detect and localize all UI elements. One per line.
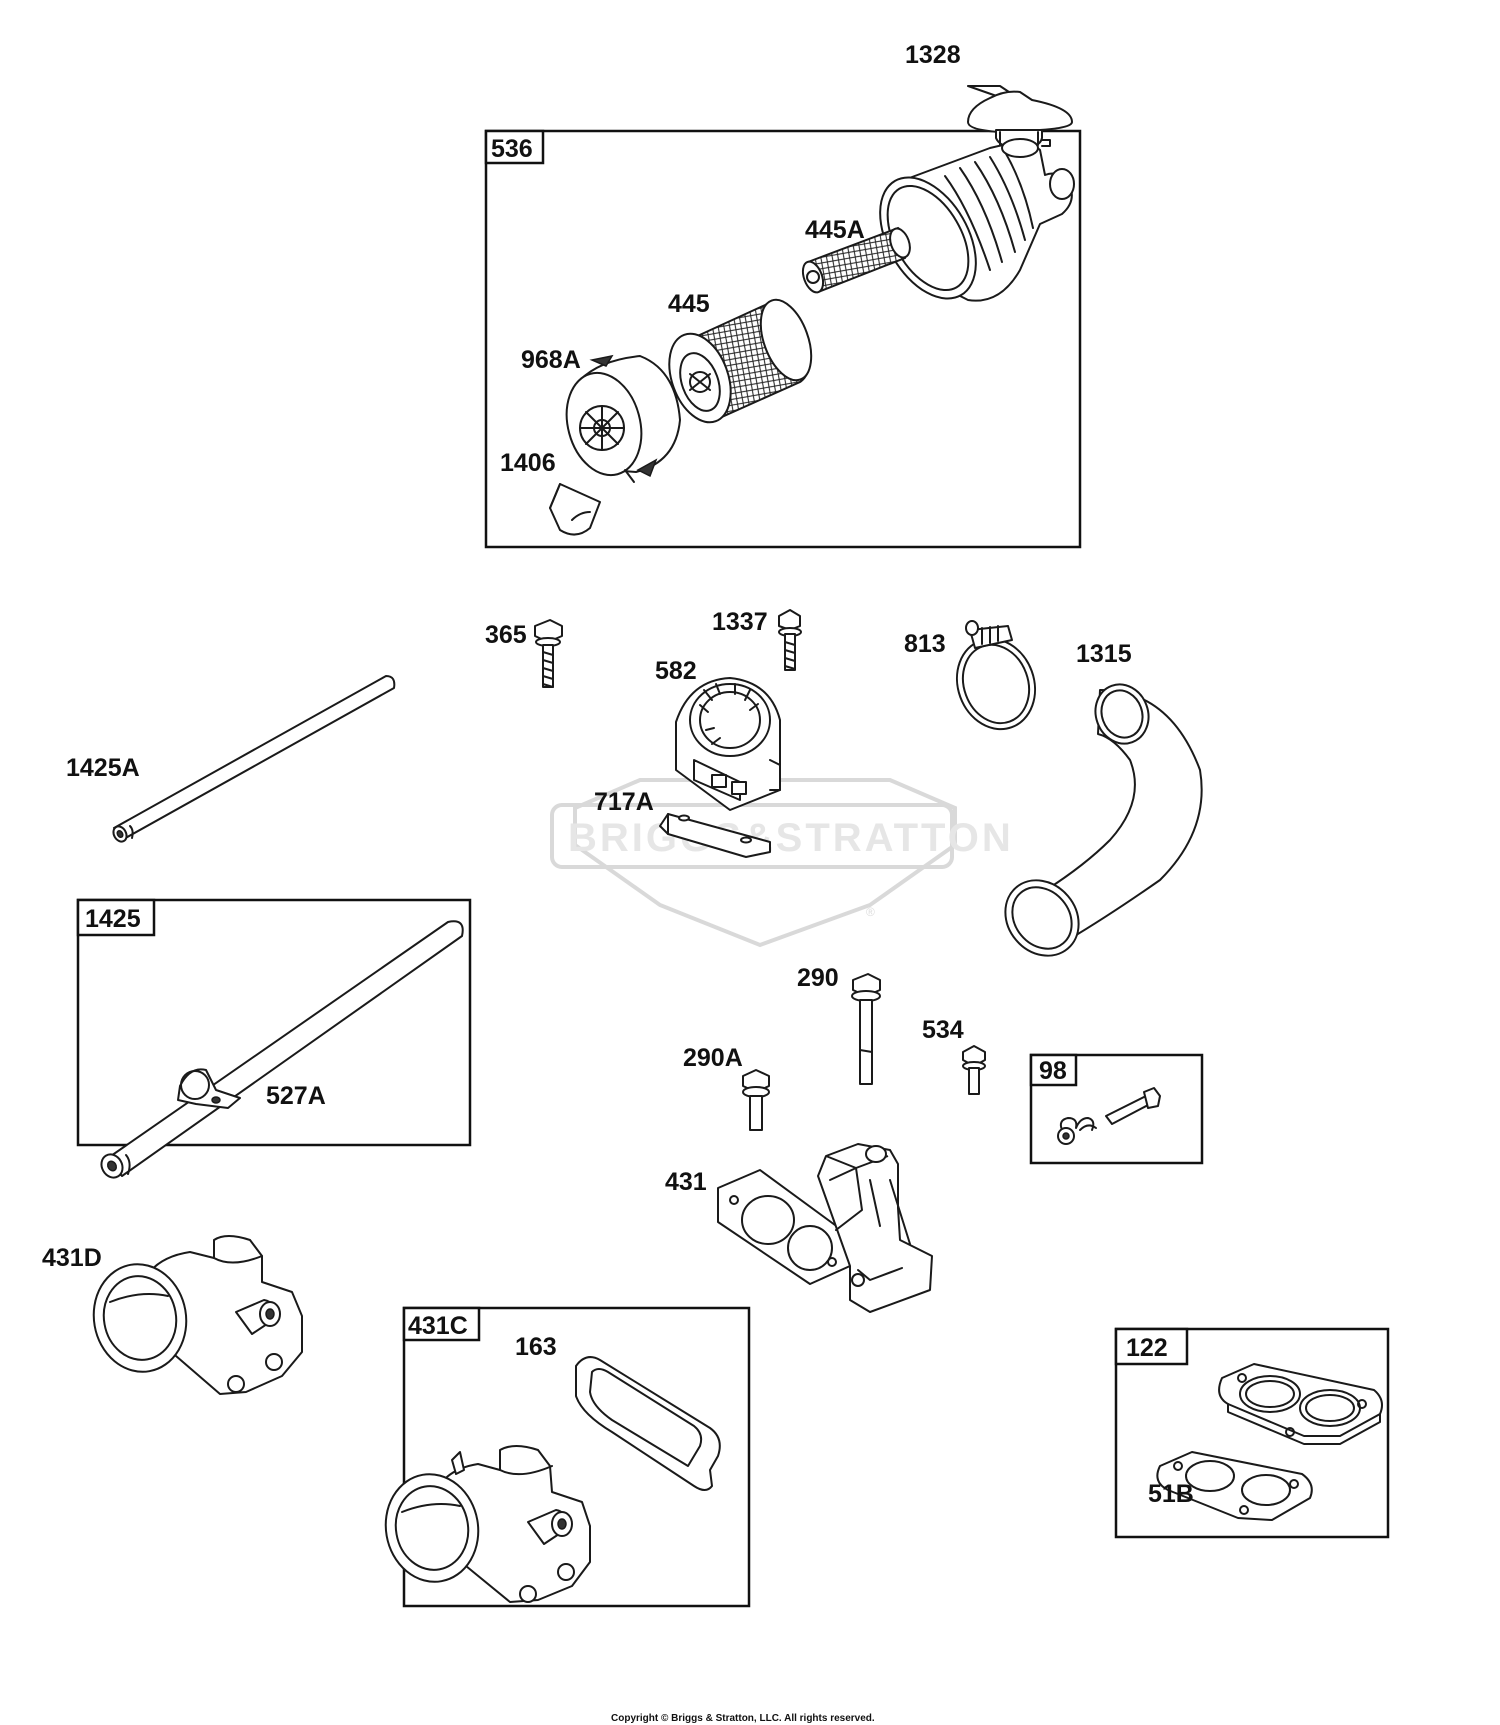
label-1315: 1315 — [1076, 640, 1132, 668]
gasket-set-122[interactable] — [1218, 1363, 1383, 1445]
screw-spring-98[interactable] — [1057, 1087, 1161, 1145]
mounting-bracket-582[interactable] — [675, 677, 781, 811]
bolt-290a[interactable] — [742, 1069, 770, 1131]
inner-filter-445a[interactable] — [799, 226, 914, 295]
bolt-290[interactable] — [851, 973, 881, 1085]
watermark-registered: ® — [866, 905, 875, 919]
throttle-body-431d[interactable] — [85, 1235, 303, 1395]
label-1425a: 1425A — [66, 754, 140, 782]
watermark-brand: BRIGGS&STRATTON — [568, 816, 1014, 860]
intake-manifold-431[interactable] — [717, 1143, 933, 1313]
copyright-notice: Copyright © Briggs & Stratton, LLC. All … — [611, 1713, 875, 1724]
label-445a: 445A — [805, 216, 865, 244]
bolt-534[interactable] — [962, 1045, 986, 1095]
label-813: 813 — [904, 630, 946, 658]
box-label-98: 98 — [1039, 1057, 1067, 1085]
label-1337: 1337 — [712, 608, 768, 636]
label-290: 290 — [797, 964, 839, 992]
label-1328: 1328 — [905, 41, 961, 69]
label-431d: 431D — [42, 1244, 102, 1272]
label-163: 163 — [515, 1333, 557, 1361]
label-290a: 290A — [683, 1044, 743, 1072]
frame-536: 536 — [484, 129, 1082, 549]
label-717a: 717A — [594, 788, 654, 816]
label-51b: 51B — [1148, 1480, 1194, 1508]
gasket-51b[interactable] — [1156, 1451, 1313, 1521]
bolt-1337[interactable] — [778, 609, 802, 671]
cover-968a[interactable] — [556, 354, 681, 484]
throttle-body-431c[interactable] — [377, 1445, 591, 1603]
main-filter-445[interactable] — [658, 293, 821, 431]
label-1406: 1406 — [500, 449, 556, 477]
box-label-536: 536 — [491, 135, 533, 163]
frame-122: 122 — [1114, 1327, 1390, 1539]
plate-717a[interactable] — [659, 813, 771, 858]
label-534: 534 — [922, 1016, 964, 1044]
label-968a: 968A — [521, 346, 581, 374]
air-cleaner-housing[interactable] — [860, 138, 1075, 315]
label-445: 445 — [668, 290, 710, 318]
frame-98: 98 — [1029, 1053, 1204, 1165]
breather-tube-1425a[interactable] — [111, 675, 396, 844]
tube-clip-527a[interactable] — [177, 1068, 241, 1109]
vacuator-valve-1406[interactable] — [549, 483, 601, 536]
frame-1425: 1425 — [76, 898, 472, 1147]
intake-hose-1315[interactable] — [990, 677, 1203, 971]
bolt-365[interactable] — [534, 619, 563, 688]
frame-431c: 431C — [402, 1306, 751, 1608]
box-label-122: 122 — [1126, 1334, 1168, 1362]
box-label-431c: 431C — [408, 1312, 468, 1340]
hose-clamp-813[interactable] — [945, 620, 1048, 740]
label-365: 365 — [485, 621, 527, 649]
rain-cap-part[interactable] — [967, 85, 1073, 149]
breather-tube-1425[interactable] — [97, 920, 464, 1181]
box-label-1425: 1425 — [85, 905, 141, 933]
gasket-163[interactable] — [575, 1356, 721, 1491]
label-582: 582 — [655, 657, 697, 685]
label-527a: 527A — [266, 1082, 326, 1110]
brand-watermark: BRIGGS&STRATTON ® — [550, 778, 1014, 948]
label-431: 431 — [665, 1168, 707, 1196]
